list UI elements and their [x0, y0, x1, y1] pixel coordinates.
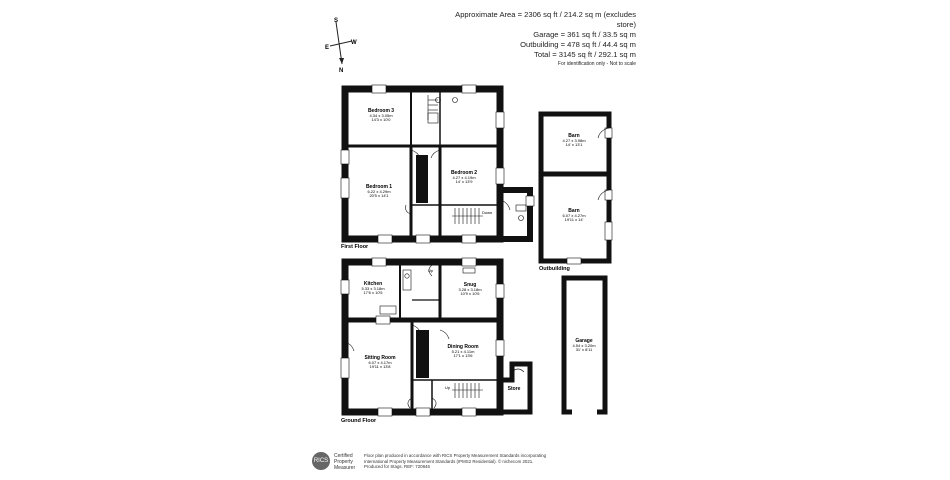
- disclaimer-line-3: Produced for Stags. REF: 720846: [364, 464, 430, 470]
- disclaimer-line-2: International Property Measurement Stand…: [364, 458, 534, 464]
- room-sitting-name: Sitting Room: [364, 355, 396, 361]
- compass-icon: S N E W: [325, 18, 357, 74]
- stairs-down-marker: Down: [482, 210, 492, 215]
- area-total: Total = 3145 sq ft / 292.1 sq m: [534, 50, 636, 59]
- room-garage-name: Garage: [575, 338, 592, 344]
- first-floor-plan: [340, 84, 535, 244]
- area-garage: Garage = 361 sq ft / 33.5 sq m: [533, 30, 636, 39]
- ground-floor-label: Ground Floor: [341, 418, 377, 424]
- compass-e: E: [325, 45, 329, 51]
- room-kitchen-name: Kitchen: [364, 281, 382, 287]
- area-outbuilding: Outbuilding = 478 sq ft / 44.4 sq m: [520, 40, 636, 49]
- room-barn2-dim-metric: 6.07 x 4.27m: [562, 213, 586, 218]
- room-kitchen-dim-metric: 5.33 x 3.18m: [361, 286, 385, 291]
- room-bedroom1-name: Bedroom 1: [366, 184, 392, 190]
- area-summary: Approximate Area = 2306 sq ft / 214.2 sq…: [440, 10, 636, 69]
- room-kitchen-dim-imperial: 17'6 x 10'5: [363, 290, 383, 295]
- room-barn1-dim-imperial: 14' x 13'1: [566, 142, 584, 147]
- room-barn2-name: Barn: [568, 208, 579, 214]
- room-dining-dim-metric: 5.21 x 4.11m: [452, 349, 475, 354]
- room-snug-name: Snug: [464, 282, 477, 288]
- badge-line-3: Measurer: [334, 465, 356, 471]
- badge-line-1: Certified: [334, 453, 353, 459]
- room-bedroom2-dim-imperial: 14' x 13'9: [456, 179, 474, 184]
- badge-line-2: Property: [334, 459, 353, 465]
- compass-s: S: [334, 18, 338, 24]
- disclaimer-line-1: Floor plan produced in accordance with R…: [364, 453, 547, 458]
- area-approximate: Approximate Area = 2306 sq ft / 214.2 sq…: [455, 10, 636, 29]
- room-garage-dim-metric: 4.54 x 3.20m: [572, 343, 596, 348]
- room-barn2-dim-imperial: 19'11 x 14': [565, 217, 584, 222]
- room-bedroom2-dim-metric: 4.27 x 4.19m: [452, 175, 476, 180]
- room-sitting-dim-imperial: 19'11 x 13'8: [369, 364, 391, 369]
- disclaimer: Floor plan produced in accordance with R…: [364, 453, 584, 470]
- room-bedroom2-name: Bedroom 2: [451, 170, 477, 176]
- compass-w: W: [351, 40, 357, 46]
- first-floor-label: First Floor: [341, 244, 369, 250]
- room-dining-dim-imperial: 17'1 x 13'6: [453, 353, 473, 358]
- room-snug-dim-metric: 3.28 x 3.18m: [458, 287, 482, 292]
- room-bedroom3-dim-metric: 4.34 x 3.05m: [369, 113, 393, 118]
- room-bedroom3-dim-imperial: 14'3 x 10'0: [371, 117, 391, 122]
- rics-logo-icon: RICS: [312, 452, 330, 470]
- ground-floor-plan: [340, 257, 533, 417]
- room-barn1-dim-metric: 4.27 x 3.98m: [562, 138, 586, 143]
- room-dining-name: Dining Room: [447, 344, 479, 350]
- identification-note: For identification only - Not to scale: [557, 61, 636, 67]
- room-snug-dim-imperial: 10'9 x 10'5: [460, 291, 480, 296]
- rics-badge: RICS Certified Property Measurer: [312, 452, 402, 472]
- outbuilding-label: Outbuilding: [539, 266, 570, 272]
- compass-n: N: [339, 68, 343, 74]
- outbuilding-plan: [538, 111, 613, 265]
- room-bedroom1-dim-imperial: 20'5 x 14'1: [369, 193, 389, 198]
- room-garage-dim-imperial: 31' x 8'11: [576, 347, 593, 352]
- room-bedroom3-name: Bedroom 3: [368, 108, 394, 114]
- room-barn1-name: Barn: [568, 133, 579, 139]
- room-store-name: Store: [508, 386, 521, 392]
- stairs-up-marker: Up: [428, 268, 434, 273]
- room-bedroom1-dim-metric: 6.22 x 4.29m: [367, 189, 391, 194]
- stairs-up-marker-2: Up: [445, 385, 451, 390]
- garage-plan: [561, 275, 608, 415]
- room-sitting-dim-metric: 6.07 x 4.17m: [368, 360, 392, 365]
